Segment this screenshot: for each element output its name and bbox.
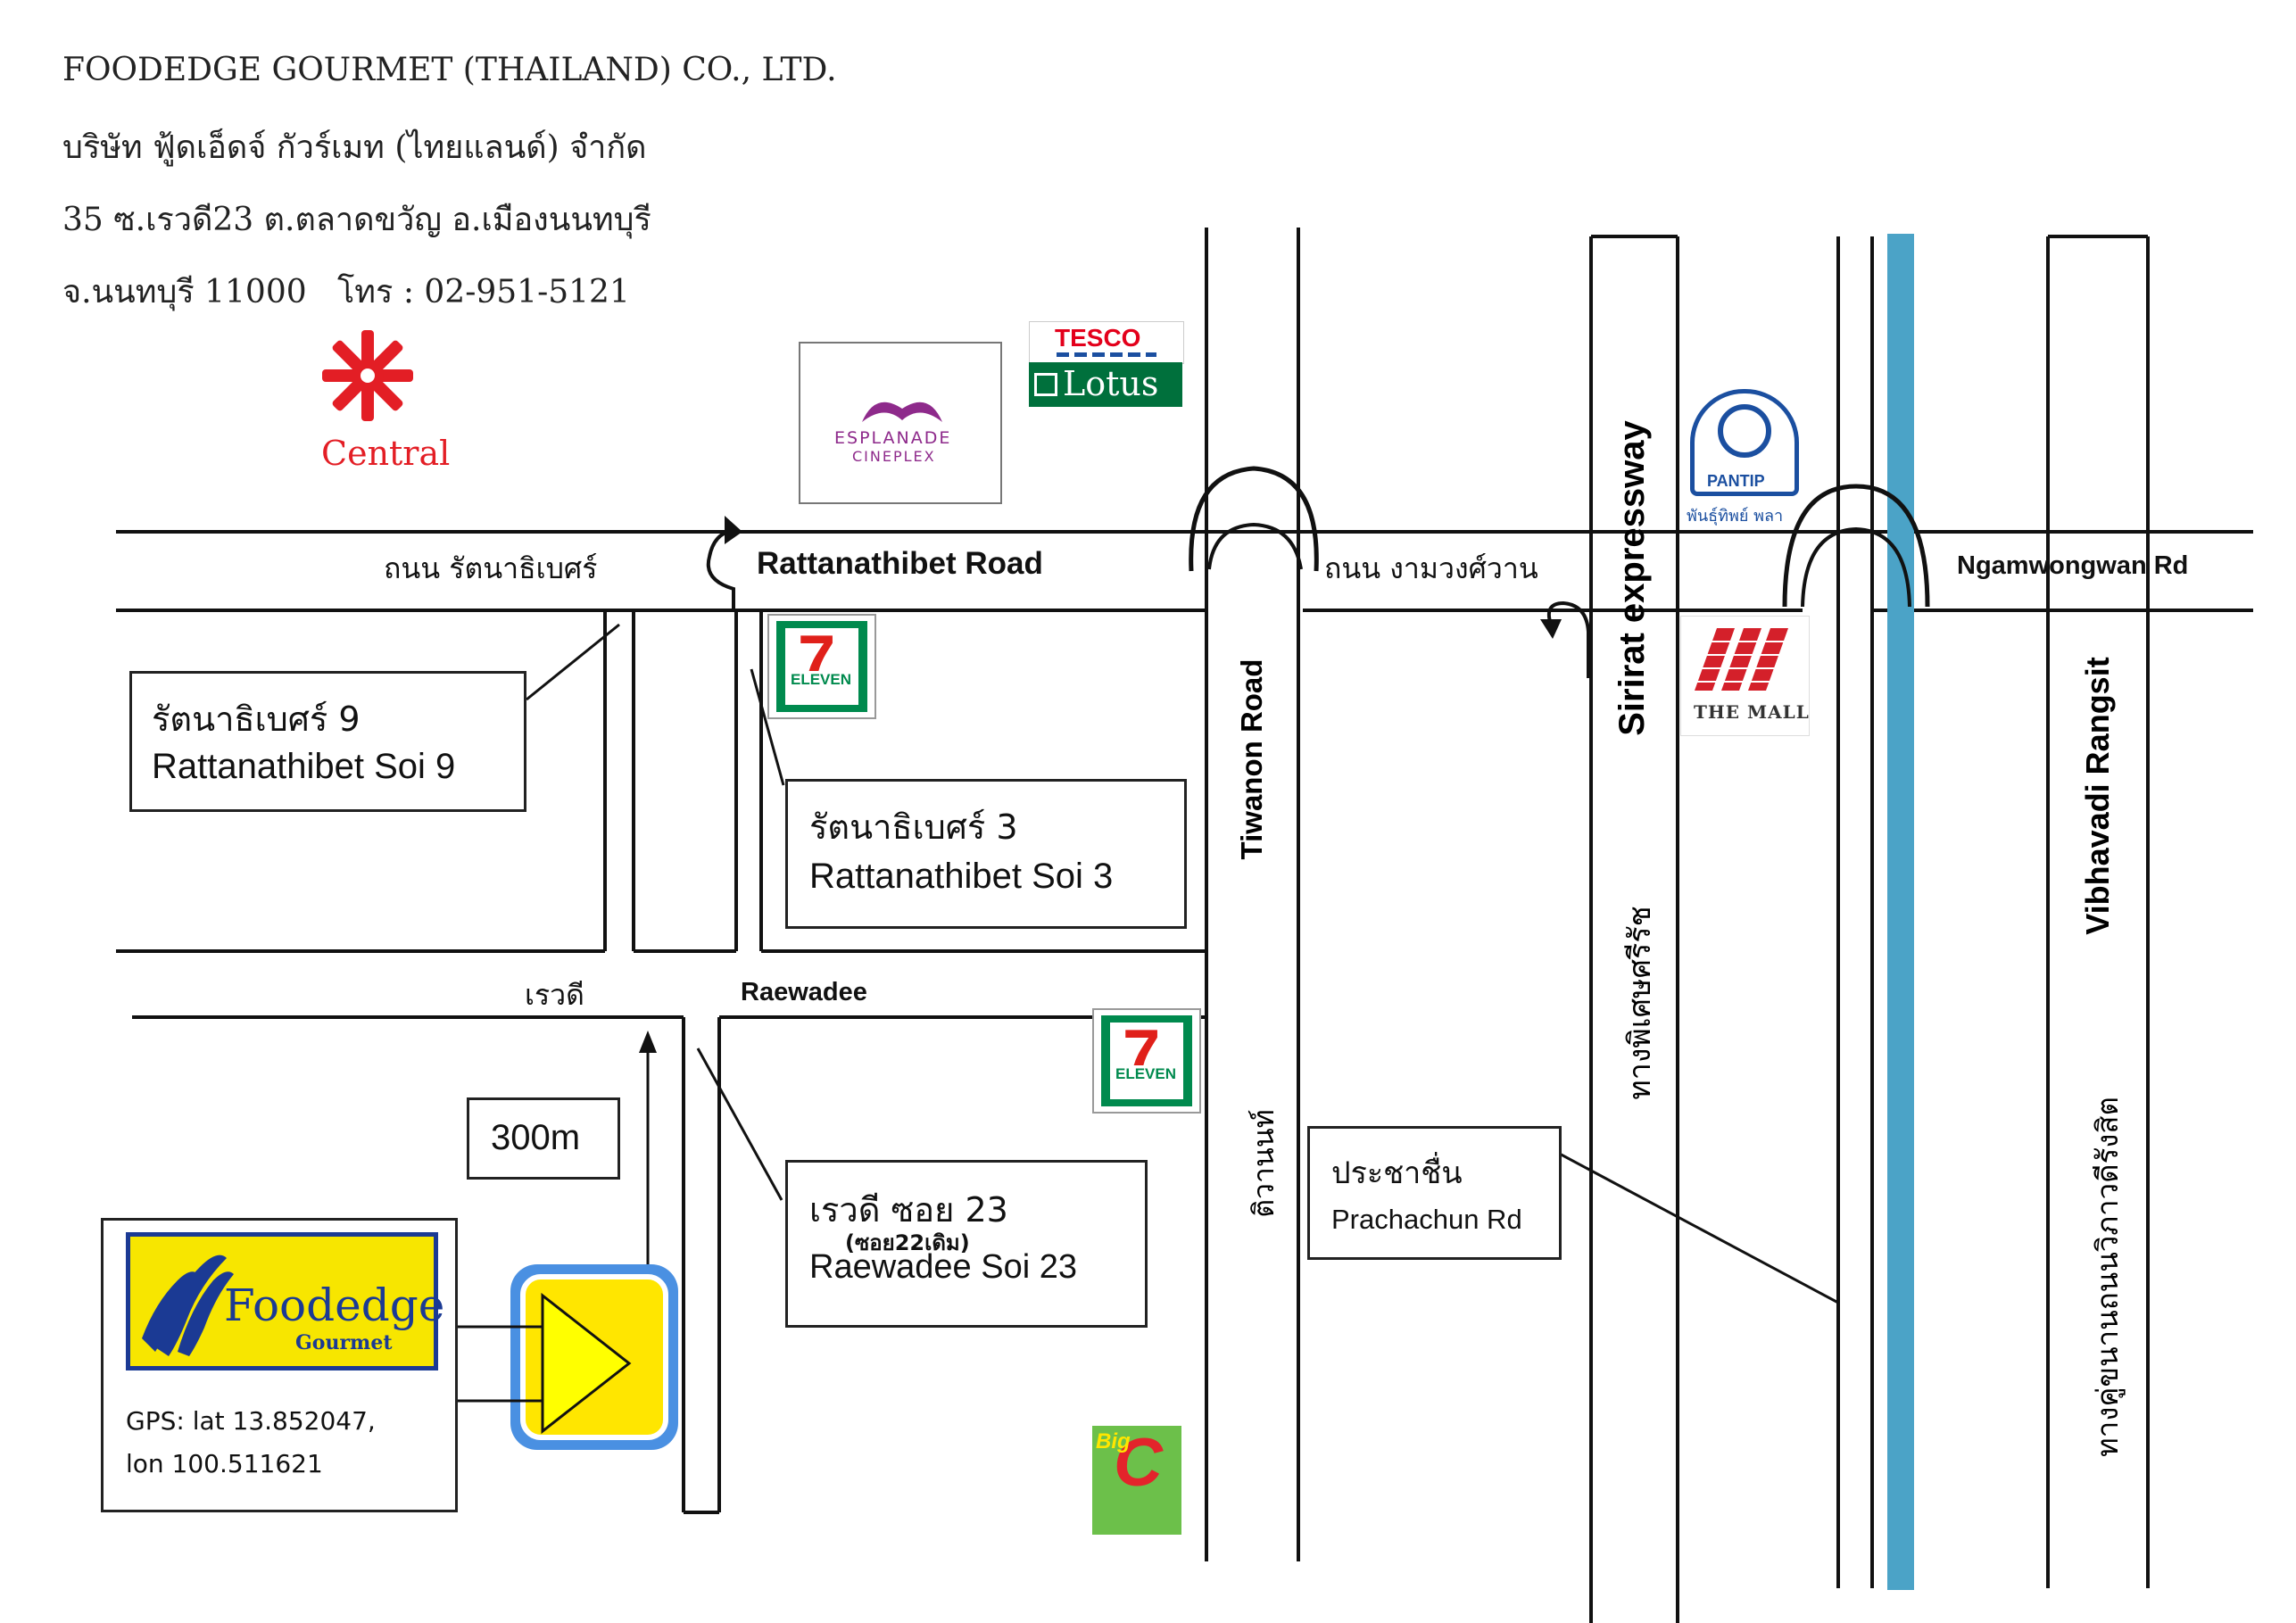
lotus-square-icon	[1034, 373, 1057, 396]
river-canal	[1887, 234, 1914, 1590]
tesco-wordmark: TESCO	[1055, 324, 1141, 352]
uturn-arrow-west	[706, 528, 735, 610]
esplanade-logo: ESPLANADE CINEPLEX	[799, 342, 1002, 504]
soi23-label-old: (ซอย22เดิม)	[845, 1230, 970, 1255]
pantip-ring-icon	[1718, 404, 1771, 458]
seven-eleven-wordmark: ELEVEN	[1114, 1065, 1179, 1083]
road-label-rattanathibet-th: ถนน รัตนาธิเบศร์	[384, 551, 598, 585]
address-line-1: 35 ซ.เรวดี23 ต.ตลาดขวัญ อ.เมืองนนทบุรี	[62, 202, 651, 238]
tesco-lotus-logo: TESCO Lotus	[1029, 321, 1184, 407]
callout-rattanathibet-soi9: รัตนาธิเบศร์ 9 Rattanathibet Soi 9	[129, 671, 526, 812]
pantip-logo: PANTIP พันธุ์ทิพย์ พลา	[1685, 384, 1810, 529]
road-label-raewadee-en: Raewadee	[741, 978, 867, 1006]
central-flower-icon	[322, 330, 413, 421]
seven-eleven-bg: 7 ELEVEN	[776, 621, 867, 712]
road-label-sirirat-en: Sirirat expressway	[1612, 420, 1652, 736]
callout-distance: 300m	[467, 1097, 620, 1180]
lotus-wordmark: Lotus	[1063, 364, 1159, 403]
seven-eleven-logo-1: 7 ELEVEN	[767, 614, 876, 719]
big-c-letter: C	[1114, 1425, 1163, 1501]
seven-eleven-wordmark: ELEVEN	[789, 671, 854, 689]
soi9-label-en: Rattanathibet Soi 9	[152, 747, 456, 786]
road-label-rattanathibet-en: Rattanathibet Road	[757, 546, 1043, 581]
soi3-label-en: Rattanathibet Soi 3	[809, 857, 1114, 896]
esplanade-wordmark: ESPLANADE	[834, 428, 952, 448]
big-c-logo: C Big	[1092, 1425, 1181, 1535]
road-label-tiwanon-th: ติวานนท์	[1247, 1109, 1281, 1218]
the-mall-logo: THE MALL	[1680, 616, 1810, 736]
soi23-label-en: Raewadee Soi 23	[809, 1248, 1077, 1286]
tiwanon-flyover-outer	[1189, 466, 1319, 572]
distance-label: 300m	[491, 1118, 581, 1157]
leader-soi9	[526, 623, 620, 701]
pantip-thai-wordmark: พันธุ์ทิพย์ พลา	[1687, 507, 1784, 526]
tesco-banner: TESCO	[1029, 321, 1184, 364]
road-label-raewadee-th: เรวดี	[525, 978, 584, 1012]
mall-wordmark: THE MALL	[1694, 701, 1810, 723]
foodedge-wave-icon	[142, 1255, 234, 1356]
foodedge-location-box: Foodedge Gourmet GPS: lat 13.852047, lon…	[101, 1218, 458, 1512]
esplanade-wing-icon	[862, 402, 942, 422]
road-label-vibhavadi-th: ทางคู่ขนานถนนวิภาวดีรังสิต	[2090, 1097, 2125, 1457]
address-line-2: จ.นนทบุรี 11000 โทร : 02-951-5121	[62, 274, 630, 311]
road-label-ngamwongwan-en: Ngamwongwan Rd	[1957, 551, 2189, 580]
callout-rattanathibet-soi3: รัตนาธิเบศร์ 3 Rattanathibet Soi 3	[785, 779, 1187, 929]
pantip-arch: PANTIP	[1690, 389, 1799, 496]
mall-m-icon	[1690, 628, 1802, 691]
direction-arrow-head	[639, 1031, 657, 1053]
big-c-wordmark: Big	[1096, 1429, 1131, 1453]
callout-raewadee-soi23: เรวดี ซอย 23 (ซอย22เดิม) Raewadee Soi 23	[785, 1160, 1148, 1328]
road-label-tiwanon-en: Tiwanon Road	[1235, 658, 1268, 860]
tiwanon-flyover-inner	[1207, 522, 1303, 570]
callout-prachachun: ประชาชื่น Prachachun Rd	[1307, 1126, 1562, 1260]
company-name-th: บริษัท ฟู้ดเอ็ดจ์ กัวร์เมท (ไทยแลนด์) จำ…	[62, 129, 647, 166]
soi3-label-th: รัตนาธิเบศร์ 3	[809, 807, 1018, 847]
seven-eleven-logo-2: 7 ELEVEN	[1092, 1008, 1201, 1114]
leader-soi23	[696, 1047, 783, 1201]
foodedge-logo: Foodedge Gourmet	[126, 1232, 444, 1370]
gps-line-2: lon 100.511621	[126, 1449, 323, 1478]
uturn-arrow-east-head	[1540, 619, 1562, 639]
seven-eleven-bg: 7 ELEVEN	[1101, 1015, 1192, 1106]
uturn-arrow-east	[1546, 600, 1590, 678]
prachachun-label-en: Prachachun Rd	[1331, 1204, 1522, 1235]
soi23-label-th: เรวดี ซอย 23	[809, 1190, 1008, 1230]
leader-prachachun	[1554, 1149, 1839, 1304]
prachachun-label-th: ประชาชื่น	[1331, 1155, 1463, 1191]
vibhavadi-flyover-outer	[1782, 484, 1930, 608]
central-logo: Central	[261, 319, 479, 484]
soi9-label-th: รัตนาธิเบศร์ 9	[152, 700, 361, 739]
foodedge-wordmark: Foodedge	[224, 1279, 445, 1331]
gps-line-1: GPS: lat 13.852047,	[126, 1406, 376, 1436]
road-label-sirirat-th: ทางพิเศษศรีรัช	[1622, 906, 1658, 1100]
central-wordmark: Central	[321, 434, 451, 473]
esplanade-cineplex-wordmark: CINEPLEX	[852, 448, 936, 465]
road-label-ngamwongwan-th: ถนน งามวงศ์วาน	[1324, 551, 1538, 585]
company-name-en: FOODEDGE GOURMET (THAILAND) CO., LTD.	[62, 52, 837, 88]
road-label-vibhavadi-en: Vibhavadi Rangsit	[2079, 657, 2116, 935]
foodedge-gourmet-wordmark: Gourmet	[295, 1331, 393, 1354]
lotus-banner: Lotus	[1029, 362, 1182, 407]
tesco-stripes	[1057, 352, 1156, 357]
uturn-arrow-west-head	[725, 516, 742, 544]
leader-soi3	[750, 668, 785, 786]
pantip-wordmark: PANTIP	[1707, 472, 1765, 490]
vibhavadi-flyover-inner	[1801, 526, 1911, 608]
destination-arrow	[541, 1292, 632, 1435]
